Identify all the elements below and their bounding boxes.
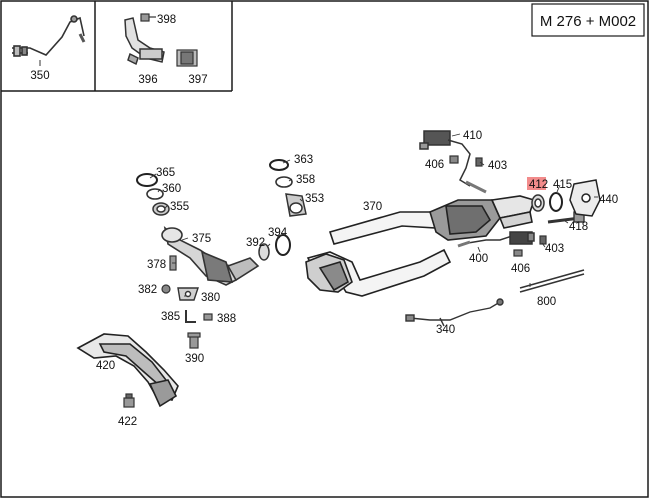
callout-415[interactable]: 415 [553,179,572,191]
callout-385[interactable]: 385 [161,311,180,323]
callout-382[interactable]: 382 [138,284,157,296]
callout-365[interactable]: 365 [156,167,175,179]
part-415-clamp [549,192,563,212]
callout-396[interactable]: 396 [138,74,157,86]
callout-397[interactable]: 397 [188,74,207,86]
part-412-gasket [531,194,545,212]
part-440-bracket [569,179,601,217]
callout-350[interactable]: 350 [30,70,49,82]
part-406a-screw [449,155,459,164]
callout-363[interactable]: 363 [294,154,313,166]
part-390-nut [187,332,201,349]
callout-390[interactable]: 390 [185,353,204,365]
part-385-hanger [185,310,196,323]
callout-420[interactable]: 420 [96,360,115,372]
callout-375[interactable]: 375 [192,233,211,245]
callout-378[interactable]: 378 [147,259,166,271]
model-code-label: M 276 + M002 [540,13,636,30]
part-340-wire-harness [405,298,504,327]
part-800-rod [519,269,585,293]
callout-370[interactable]: 370 [363,201,382,213]
callout-360[interactable]: 360 [162,183,181,195]
part-397-damper [176,49,198,67]
part-400-lambda-sensor [457,231,535,248]
callout-394[interactable]: 394 [268,227,288,239]
callout-800[interactable]: 800 [537,296,556,308]
callout-labels: 350 398 396 397 410 406 403 412 415 440 … [30,14,618,428]
part-420-heat-shield-bracket [76,333,179,408]
callout-392[interactable]: 392 [246,237,265,249]
part-422-bolt [123,393,135,408]
callout-400[interactable]: 400 [469,253,488,265]
callout-406a[interactable]: 406 [425,159,444,171]
model-code-box: M 276 + M002 [531,3,645,37]
part-360-gasket [146,188,164,200]
part-363-clamp [269,159,289,171]
part-410-lambda-sensor [419,130,487,194]
part-396-bracket [124,17,165,66]
part-380-bracket [177,287,199,301]
part-382-bolt [161,284,171,294]
part-403a-clip [475,157,483,167]
callout-403a[interactable]: 403 [488,160,507,172]
part-388-screw [203,313,213,321]
part-358-gasket [275,176,293,188]
leader-lines [149,133,598,297]
part-398-screw [140,13,156,22]
part-365-clamp [136,173,158,187]
callout-412[interactable]: 412 [529,179,548,191]
part-353-flange [285,193,307,217]
callout-410[interactable]: 410 [463,130,482,142]
callout-355[interactable]: 355 [170,201,189,213]
callout-380[interactable]: 380 [201,292,220,304]
callout-358[interactable]: 358 [296,174,315,186]
callout-412-highlight [527,177,546,190]
callout-398[interactable]: 398 [157,14,176,26]
part-middle-converter [429,195,536,241]
part-375-catalytic-converter [161,226,260,286]
callout-406b[interactable]: 406 [511,263,530,275]
part-350-lambda-sensor [12,15,86,57]
callout-403b[interactable]: 403 [545,243,564,255]
callout-353[interactable]: 353 [305,193,324,205]
callout-340[interactable]: 340 [436,324,455,336]
callout-418[interactable]: 418 [569,221,588,233]
part-392-gasket [258,243,270,261]
callout-440[interactable]: 440 [599,194,618,206]
part-406b-screw [513,249,523,257]
part-394-clamp [275,234,291,256]
callout-422[interactable]: 422 [118,416,137,428]
callout-388[interactable]: 388 [217,313,236,325]
part-355-flange [152,202,170,216]
